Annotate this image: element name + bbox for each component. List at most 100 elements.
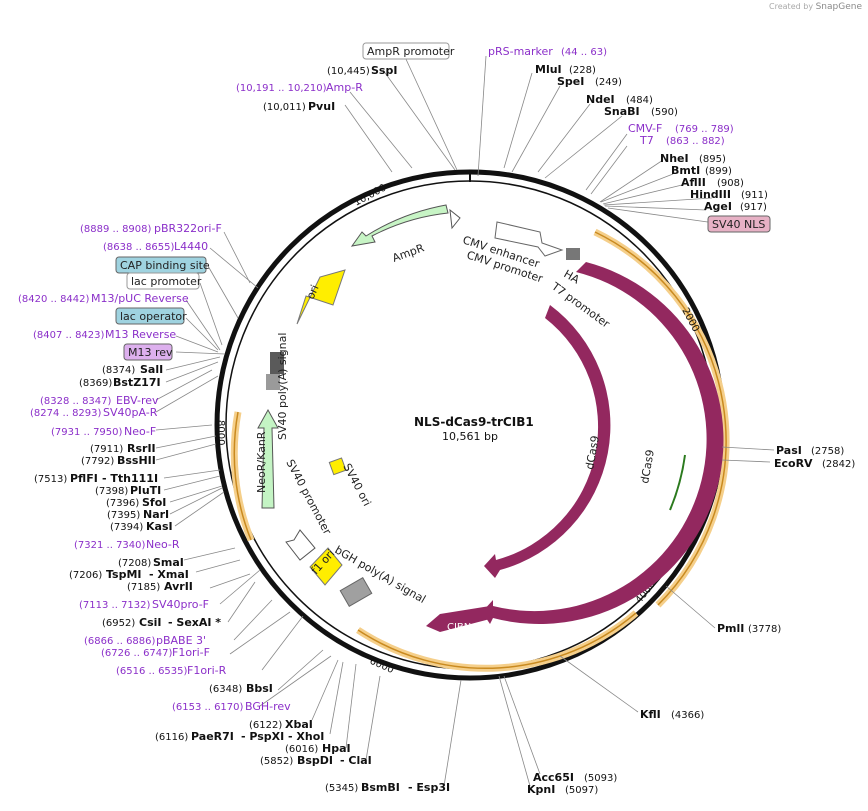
snabi-site: SnaBI xyxy=(604,105,640,118)
sali-site: SalI xyxy=(140,363,163,376)
pbabe-3-primer: pBABE 3' xyxy=(156,634,206,647)
sfoi-site: SfoI xyxy=(142,496,166,509)
ha-block xyxy=(566,248,580,260)
bstz17i-site: BstZ17I xyxy=(113,376,161,389)
lac-operator-box xyxy=(115,307,185,325)
kpni-pos: (5097) xyxy=(565,785,598,796)
sv40-nls-box xyxy=(707,215,771,233)
sv40pro-f-primer: SV40pro-F xyxy=(152,598,209,611)
kfli-pos: (4366) xyxy=(671,710,704,721)
pluti-site: PluTI xyxy=(130,484,161,497)
smai-pos: (7208) xyxy=(118,558,151,569)
smai-site: SmaI xyxy=(153,556,184,569)
leader-lines-bottom xyxy=(183,547,541,787)
bmti-site: BmtI xyxy=(671,164,700,177)
paer7i-pos: (6116) xyxy=(155,732,188,743)
hpai-site: HpaI xyxy=(322,742,351,755)
sv40-nls-label: SV40 NLS xyxy=(712,218,765,231)
l4440-range: (8638 .. 8655) xyxy=(103,242,175,253)
pvui-pos: (10,011) xyxy=(263,102,306,113)
t7-range: (863 .. 882) xyxy=(666,136,725,147)
nhei-pos: (895) xyxy=(699,154,726,165)
hindiii-site: HindIII xyxy=(690,188,731,201)
sali-pos: (8374) xyxy=(102,365,135,376)
pmli-site: PmlI xyxy=(717,622,744,635)
m13-rev-label: M13 rev xyxy=(128,346,173,359)
lac-block xyxy=(270,352,284,374)
neor-label: NeoR/KanR xyxy=(255,431,268,493)
ebv-rev-range: (8328 .. 8347) xyxy=(40,396,112,407)
esp3i-site: - Esp3I xyxy=(408,781,450,794)
pspxi-site: - PspXI xyxy=(241,730,284,743)
kasi-site: KasI xyxy=(146,520,173,533)
tick-6000: 6000 xyxy=(368,656,396,676)
kasi-pos: (7394) xyxy=(110,522,143,533)
mlui-site: MluI xyxy=(535,63,562,76)
bsmbi-pos: (5345) xyxy=(325,783,358,794)
nhei-site: NheI xyxy=(660,152,689,165)
m13-reverse-range: (8407 .. 8423) xyxy=(33,330,105,341)
neor-arrow xyxy=(257,408,279,509)
sv40-promoter-label: SV40 promoter xyxy=(283,457,334,537)
bgh-rev-primer: BGH-rev xyxy=(245,700,291,713)
neo-r-range: (7321 .. 7340) xyxy=(74,540,146,551)
f1-ori-arrow xyxy=(309,547,343,586)
cap-binding-label: CAP binding site xyxy=(120,259,210,272)
avrii-site: AvrII xyxy=(164,580,193,593)
sspi-pos: (10,445) xyxy=(327,66,370,77)
csii-pos: (6952) xyxy=(102,618,135,629)
lac-operator-label: lac operator xyxy=(120,310,187,323)
pflfi-pos: (7513) xyxy=(34,474,67,485)
tick-8000: 8000 xyxy=(215,420,226,445)
xbai-pos: (6122) xyxy=(249,720,282,731)
pvui-site: PvuI xyxy=(308,100,335,113)
sexai-site: - SexAI * xyxy=(168,616,221,629)
t7-primer: T7 xyxy=(639,134,654,147)
bbsi-pos: (6348) xyxy=(209,684,242,695)
orf-arc-left-line xyxy=(233,411,252,541)
sv40pa-r-primer: SV40pA-R xyxy=(103,406,158,419)
m13-rev-box xyxy=(123,343,173,361)
cibn-arrow xyxy=(426,606,490,632)
ndei-site: NdeI xyxy=(586,93,615,106)
bsshii-site: BssHII xyxy=(117,454,156,467)
snabi-pos: (590) xyxy=(651,107,678,118)
pbr322ori-f-range: (8889 .. 8908) xyxy=(80,224,152,235)
bspdi-site: BspDI xyxy=(297,754,333,767)
f1ori-f-primer: F1ori-F xyxy=(172,646,210,659)
paer7i-site: PaeR7I xyxy=(191,730,234,743)
f1ori-r-primer: F1ori-R xyxy=(187,664,227,677)
ampr-promoter-label: AmpR promoter xyxy=(367,45,455,58)
pmli-pos: (3778) xyxy=(748,624,781,635)
primer-arrow-right xyxy=(669,454,686,511)
brand-name: SnapGene xyxy=(815,2,862,12)
prs-marker-range: (44 .. 63) xyxy=(561,47,607,58)
dcas9-outer-label: dCas9 xyxy=(638,449,657,485)
ampr-promoter-arrow xyxy=(449,208,461,230)
lac-promoter-label: lac promoter xyxy=(131,275,202,288)
dcas9-inner-arc xyxy=(484,305,611,578)
sv40-ori-block xyxy=(328,457,347,476)
amp-r-range: (10,191 .. 10,210) xyxy=(236,83,327,94)
xmai-site: - XmaI xyxy=(149,568,189,581)
cmv-f-primer: CMV-F xyxy=(628,122,662,135)
ampr-label: AmpR xyxy=(391,241,427,265)
clai-site: - ClaI xyxy=(340,754,372,767)
spei-site: SpeI xyxy=(557,75,584,88)
aflii-site: AflII xyxy=(681,176,706,189)
pasi-pos: (2758) xyxy=(811,446,844,457)
kpni-site: KpnI xyxy=(527,783,555,796)
acc65i-site: Acc65I xyxy=(533,771,574,784)
csii-site: CsiI xyxy=(139,616,161,629)
bstz17i-pos: (8369) xyxy=(79,378,112,389)
pbabe-3-range: (6866 .. 6886) xyxy=(84,636,156,647)
bbsi-site: BbsI xyxy=(246,682,273,695)
sfoi-pos: (7396) xyxy=(106,498,139,509)
rsrii-pos: (7911) xyxy=(90,444,123,455)
hindiii-pos: (911) xyxy=(741,190,768,201)
bgh-polya-block xyxy=(339,577,373,607)
m13-puc-reverse-range: (8420 .. 8442) xyxy=(18,294,90,305)
pasi-site: PasI xyxy=(776,444,802,457)
prs-marker-primer: pRS-marker xyxy=(488,45,553,58)
